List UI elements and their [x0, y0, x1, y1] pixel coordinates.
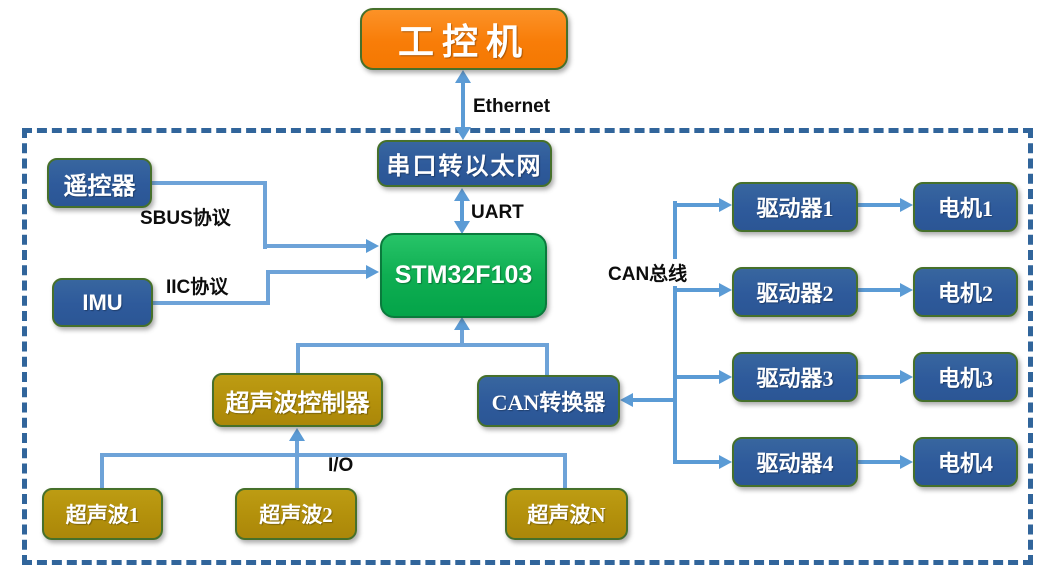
node-driver-1: 驱动器1 — [732, 182, 858, 232]
node-stm32f103: STM32F103 — [380, 233, 547, 318]
label-sbus-protocol: SBUS协议 — [140, 208, 231, 229]
label-iic-protocol: IIC协议 — [166, 277, 229, 298]
node-can-converter: CAN转换器 — [477, 375, 620, 427]
node-remote-controller: 遥控器 — [47, 158, 152, 208]
node-ultrasonic-2: 超声波2 — [235, 488, 357, 540]
node-driver-2: 驱动器2 — [732, 267, 858, 317]
node-imu: IMU — [52, 278, 153, 327]
node-ultrasonic-controller: 超声波控制器 — [212, 373, 383, 427]
system-boundary — [22, 128, 1033, 565]
label-io: I/O — [328, 455, 354, 476]
node-driver-4: 驱动器4 — [732, 437, 858, 487]
node-motor-3: 电机3 — [913, 352, 1018, 402]
node-motor-2: 电机2 — [913, 267, 1018, 317]
node-motor-1: 电机1 — [913, 182, 1018, 232]
node-industrial-pc: 工控机 — [360, 8, 568, 70]
label-uart: UART — [471, 202, 524, 223]
label-ethernet: Ethernet — [473, 96, 551, 117]
node-motor-4: 电机4 — [913, 437, 1018, 487]
label-can-bus: CAN总线 — [606, 259, 690, 286]
node-ultrasonic-1: 超声波1 — [42, 488, 163, 540]
node-driver-3: 驱动器3 — [732, 352, 858, 402]
node-ultrasonic-n: 超声波N — [505, 488, 628, 540]
node-serial-to-ethernet: 串口转以太网 — [377, 140, 552, 187]
